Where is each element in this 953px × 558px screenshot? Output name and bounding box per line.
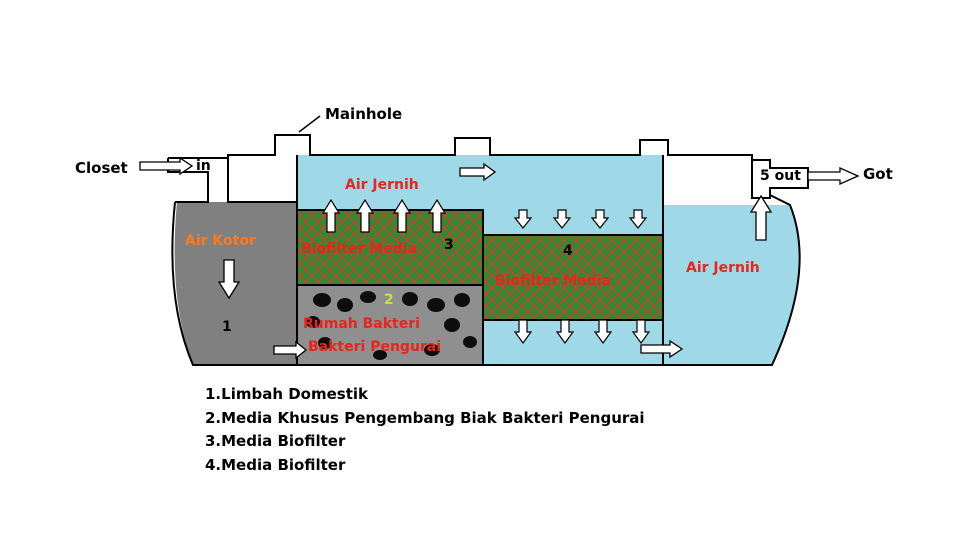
down-arrow-bottom-4 (631, 319, 651, 345)
up-arrow-2 (355, 198, 375, 233)
legend-item-2: 2.Media Khusus Pengembang Biak Bakteri P… (205, 408, 645, 427)
bacteria-stones (306, 291, 477, 360)
outlet-label: 5 out (760, 168, 801, 184)
chamber-number-2: 2 (384, 292, 394, 308)
tank-outline (171, 194, 801, 366)
chamber-number-1: 1 (222, 319, 232, 335)
up-arrow-4 (427, 198, 447, 233)
outlet-got-arrow (807, 166, 860, 186)
rumah-bakteri-label-line2: Bakteri Pengurai (308, 339, 441, 355)
legend-item-4: 4.Media Biofilter (205, 455, 346, 474)
clear-water-up-arrow (749, 194, 773, 241)
rumah-bakteri-label-line1: Rumah Bakteri (303, 316, 420, 332)
bottom-transfer-arrow-2 (640, 339, 684, 359)
biofilter-media-label-1: Biofilter Media (301, 241, 417, 257)
down-arrow-top-2 (552, 209, 572, 229)
down-arrow-top-4 (628, 209, 648, 229)
bottom-transfer-arrow-1 (273, 340, 308, 360)
closet-label: Closet (75, 159, 128, 177)
closet-inlet-arrow (139, 156, 194, 176)
mainhole-pointer (298, 115, 321, 133)
down-arrow-bottom-2 (555, 319, 575, 345)
air-jernih-right-label: Air Jernih (686, 260, 760, 276)
mainhole-label: Mainhole (325, 105, 402, 123)
chamber-number-3: 3 (444, 237, 454, 253)
dirty-water-down-arrow (217, 259, 241, 300)
biofilter-down-arrows-top (513, 209, 648, 229)
down-arrow-bottom-1 (513, 319, 533, 345)
legend-item-3: 3.Media Biofilter (205, 432, 346, 450)
top-transfer-arrow (459, 162, 497, 182)
biofilter-down-arrows-bottom (513, 319, 651, 345)
down-arrow-bottom-3 (593, 319, 613, 345)
legend: 1.Limbah Domestik 2.Media Khusus Pengemb… (205, 383, 645, 477)
air-kotor-label: Air Kotor (185, 233, 256, 249)
outlet-pipe (751, 159, 809, 199)
upper-clear-water-chamber-2 (297, 155, 483, 210)
flow-arrows (139, 156, 860, 360)
clear-water-chamber-4 (663, 205, 800, 365)
biofilter-up-arrows (321, 198, 447, 233)
chamber-number-4: 4 (563, 243, 573, 259)
up-arrow-1 (321, 198, 341, 233)
air-jernih-top-label: Air Jernih (345, 177, 419, 193)
got-label: Got (863, 165, 893, 183)
biofilter-media-label-2: Biofilter Media (495, 273, 611, 289)
down-arrow-top-3 (590, 209, 610, 229)
up-arrow-3 (392, 198, 412, 233)
legend-item-1: 1.Limbah Domestik (205, 385, 369, 403)
down-arrow-top-1 (513, 209, 533, 229)
lower-clear-water-chamber-3 (483, 320, 663, 365)
inlet-label: in (196, 158, 211, 174)
